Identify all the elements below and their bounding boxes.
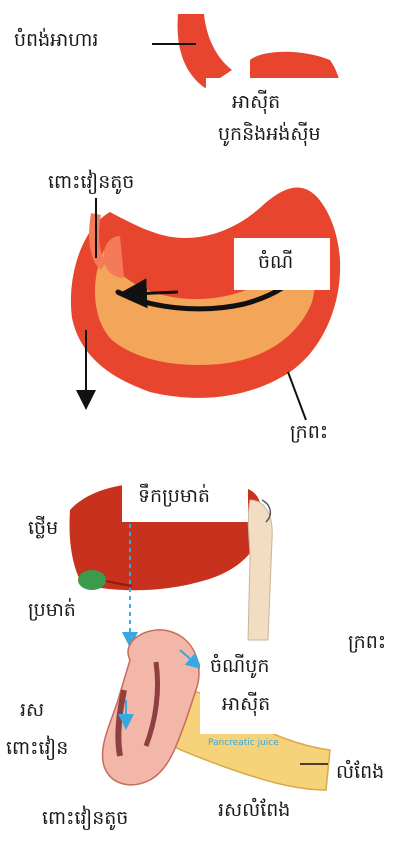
esophagus-label: បំពង់អាហារ bbox=[14, 30, 98, 52]
small-intestine-label-top: ពោះវៀនតូច bbox=[48, 172, 134, 194]
stomach-pointer bbox=[288, 372, 306, 420]
bile-label: ទឹកប្រមាត់ bbox=[138, 486, 210, 508]
stomach-label-bottom: ក្រពះ bbox=[348, 632, 386, 654]
intestinal-juice-label-line1: រស bbox=[20, 700, 44, 722]
food-label: ចំណី bbox=[258, 252, 293, 274]
gallbladder-label: ប្រមាត់ bbox=[28, 600, 76, 622]
food-plus-label-line2: អាស៊ីត bbox=[222, 694, 270, 716]
esophagus bbox=[178, 14, 232, 88]
esophagus-bottom bbox=[248, 500, 272, 640]
pancreatic-juice-inset-label: Pancreatic juice bbox=[208, 738, 279, 748]
acid-label-box bbox=[206, 78, 366, 162]
acid-label-line1: អាស៊ីត bbox=[232, 92, 280, 114]
small-intestine-label-bottom: ពោះវៀនតូច bbox=[42, 808, 128, 830]
small-intestine-bottom bbox=[103, 630, 199, 785]
stomach-label-top: ក្រពះ bbox=[290, 422, 328, 444]
acid-label-line2: បូកនិងអង់ស៊ីម bbox=[218, 124, 321, 146]
pancreas-label: លំពែង bbox=[336, 762, 384, 784]
intestinal-juice-label-line2: ពោះវៀន bbox=[6, 738, 68, 760]
pancreatic-juice-label: រសលំពែង bbox=[218, 800, 290, 822]
food-plus-label-line1: ចំណីបូក bbox=[210, 656, 269, 678]
liver-label: ថ្លើម bbox=[28, 518, 58, 540]
gallbladder-shape bbox=[78, 570, 106, 590]
